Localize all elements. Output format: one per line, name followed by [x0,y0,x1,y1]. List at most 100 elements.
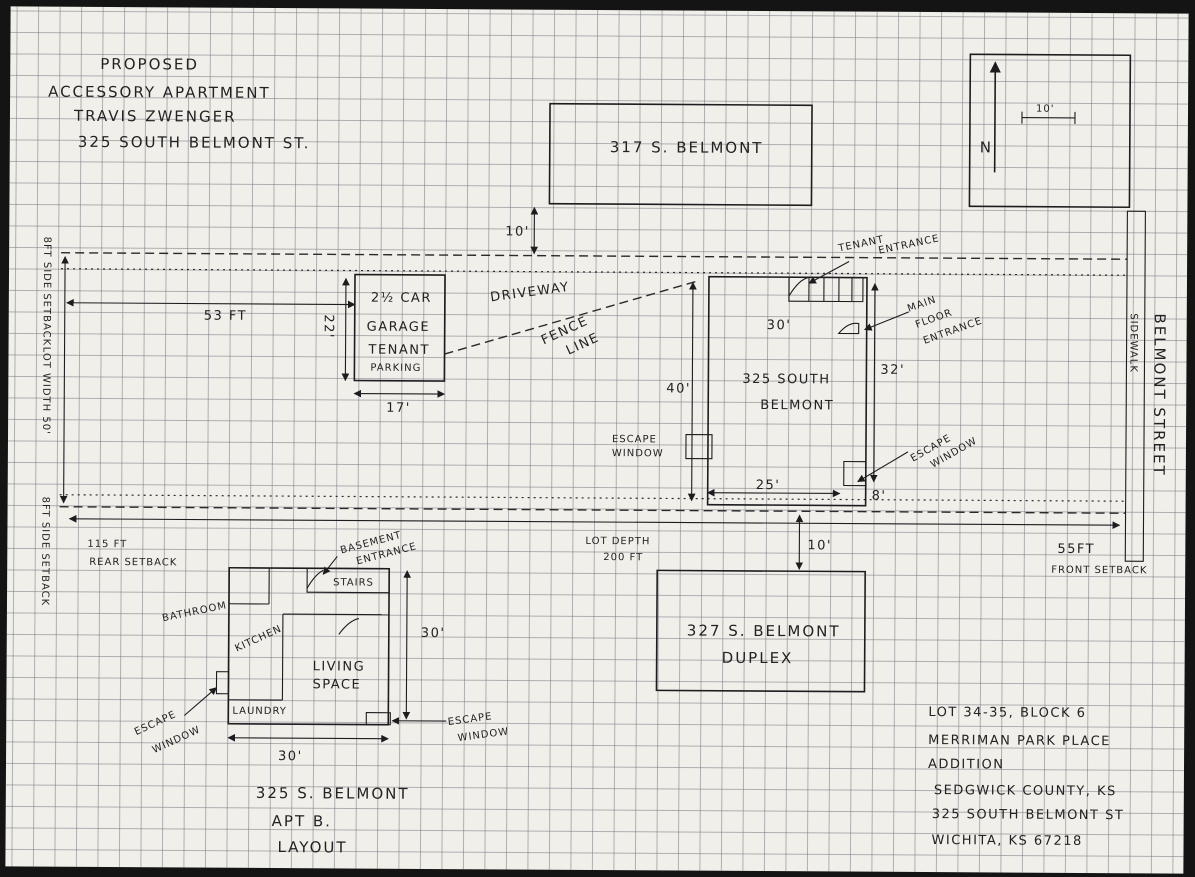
fence-line [444,279,700,355]
apt-living-1: LIVING [313,659,366,674]
lot-line-top [61,252,1128,260]
lot-depth-1: LOT DEPTH [585,536,650,547]
tenant-entrance-leader [808,261,850,284]
garage-label-4: PARKING [370,363,421,374]
legal-line-6: WICHITA, KS 67218 [932,833,1083,849]
dim-40: 40' [666,381,691,396]
garage-label-2: GARAGE [367,320,431,335]
dim-30-main: 30' [767,318,792,333]
dim-17: 17' [386,401,411,416]
driveway-label: DRIVEWAY [489,280,570,306]
title-line-4: 325 SOUTH BELMONT ST. [78,133,311,152]
apt-living-2: SPACE [312,677,361,692]
legal-line-1: LOT 34-35, BLOCK 6 [928,705,1086,721]
dim-17-line [353,389,446,398]
garage-building [353,273,446,382]
escape-left-2: WINDOW [612,448,664,459]
dim-10-top: 10' [505,224,530,239]
front-setback-2: FRONT SETBACK [1051,565,1147,577]
apt-dim-30-v-line [402,570,412,720]
neighbor-327-label-1: 327 S. BELMONT [687,622,841,641]
tenant-door-swing [788,276,810,297]
street-label: BELMONT STREET [1150,313,1169,476]
lot-line-bottom [59,506,1126,514]
lot-width-dim-line [59,255,69,504]
title-line-1: PROPOSED [100,55,199,74]
apt-caption-2: APT B. [272,812,332,830]
neighbor-317-building [548,102,813,207]
main-house-label-1: 325 SOUTH [742,372,830,388]
apt-escape-l-1: ESCAPE [133,709,178,738]
dim-25: 25' [756,478,781,493]
apt-bathroom-label: BATHROOM [161,600,228,624]
apt-escape-r-2: WINDOW [457,726,510,744]
setback-line-top [61,268,1128,276]
dim-32-line [869,282,879,483]
neighbor-317-label: 317 S. BELMONT [610,138,764,157]
dim-22: 22' [321,314,336,339]
dim-40-line [687,281,697,502]
main-house-label-2: BELMONT [760,398,834,413]
scale-label: 10' [1036,104,1055,115]
dim-8: 8' [872,489,887,504]
site-plan-drawing: PROPOSED ACCESSORY APARTMENT TRAVIS ZWEN… [39,53,1169,856]
apt-kitchen-wall [281,614,284,701]
front-setback-1: 55FT [1057,542,1095,557]
side-setback-bottom-label: 8FT SIDE SETBACK [39,497,51,607]
escape-window-right-mark [843,460,867,487]
apt-escape-r-1: ESCAPE [447,711,493,728]
apt-interior-door-swing [338,618,360,635]
escape-window-left-mark [685,433,713,460]
escape-right-leader [857,451,909,483]
rear-setback-2: REAR SETBACK [89,557,177,569]
legal-line-4: SEDGWICK COUNTY, KS [934,783,1117,799]
lot-depth-line [68,514,1121,530]
dim-32: 32' [880,363,905,378]
graph-paper-sheet: PROPOSED ACCESSORY APARTMENT TRAVIS ZWEN… [5,6,1189,874]
apt-dim-30-h-line [227,733,389,743]
dim-10-bottom: 10' [807,538,832,553]
apt-escape-window-right [365,712,391,726]
sidewalk-label: SIDEWALK [1127,313,1138,373]
apt-escape-window-left [215,671,230,695]
setback-line-bottom [59,494,1126,502]
apt-dim-30-h: 30' [278,749,303,764]
apt-stairs-label: STAIRS [333,577,374,588]
neighbor-327-building [655,569,867,693]
apt-escape-l-2: WINDOW [151,724,203,756]
tenant-stairs [788,276,864,303]
neighbor-327-label-2: DUPLEX [722,649,794,667]
north-arrow-icon [989,61,1001,173]
legal-line-5: 325 SOUTH BELMONT ST [932,807,1125,823]
apt-escape-l-leader [183,687,218,716]
garage-label-3: TENANT [367,343,430,358]
tenant-entrance-2: ENTRANCE [878,233,941,256]
rear-setback-1: 115 FT [87,539,127,550]
garage-label-1: 2½ CAR [371,291,432,306]
dim-53-line [66,298,356,309]
apt-caption-3: LAYOUT [277,838,347,856]
main-entrance-1: MAIN [906,294,938,314]
lot-depth-2: 200 FT [603,552,643,563]
side-setback-top-label: 8FT SIDE SETBACK [41,237,53,347]
main-door-swing [837,322,860,335]
apt-entry-door-swing [306,569,324,589]
apt-basement-leader [322,556,338,575]
legal-line-3: ADDITION [928,757,1005,772]
north-arrow-box [968,53,1132,209]
escape-left-1: ESCAPE [612,434,657,445]
dim-53: 53 FT [204,309,247,324]
apt-dim-30-v: 30' [421,626,446,641]
apt-kitchen-label: KITCHEN [233,624,283,655]
legal-line-2: MERRIMAN PARK PLACE [928,733,1111,749]
dim-25-line [706,488,841,498]
apt-room-wall [282,613,389,616]
sidewalk-strip [1124,210,1146,562]
apt-laundry-label: LAUNDRY [232,706,287,717]
title-line-3: TRAVIS ZWENGER [73,107,237,126]
main-house-building [706,275,868,507]
main-entrance-leader [863,311,909,331]
apt-caption-1: 325 S. BELMONT [256,784,410,803]
apt-stairs [306,567,390,594]
dim-22-line [341,277,350,382]
